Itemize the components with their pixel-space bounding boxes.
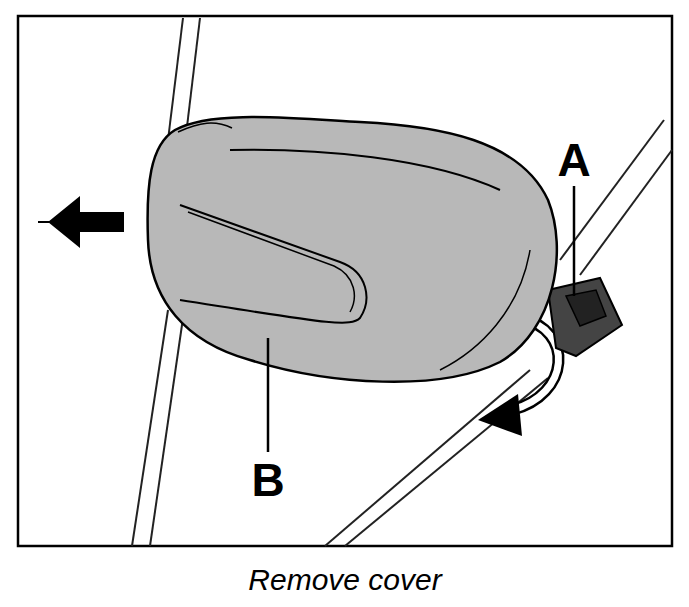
cover-recess-inner xyxy=(188,212,354,312)
cover-edge xyxy=(440,250,530,370)
part-letter: A xyxy=(557,137,590,183)
clip xyxy=(548,278,622,356)
leader-line xyxy=(573,186,576,296)
rotation-arrow-head xyxy=(478,394,522,436)
direction-arrow xyxy=(48,196,124,248)
leader-line xyxy=(267,338,270,452)
caption: Remove cover xyxy=(248,565,441,595)
cover-recess xyxy=(180,205,366,323)
part-letter: B xyxy=(251,457,284,503)
cover-seam xyxy=(178,123,232,132)
cover xyxy=(148,117,557,382)
clip-slot xyxy=(566,290,606,326)
seat-lines xyxy=(132,18,672,546)
cover-crease xyxy=(230,150,500,190)
frame xyxy=(18,16,672,546)
